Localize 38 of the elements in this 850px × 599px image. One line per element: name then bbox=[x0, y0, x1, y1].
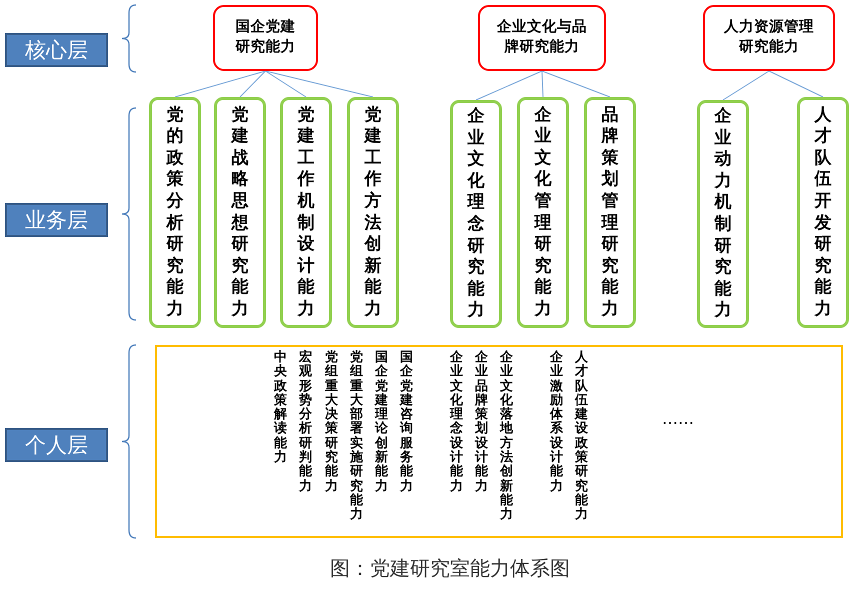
connector-line bbox=[265, 70, 306, 98]
business-capability-box: 企业文化理念研究能力 bbox=[450, 100, 502, 328]
business-capability-box: 党建工作方法创新能力 bbox=[347, 97, 399, 328]
business-capability-box: 企业动力机制研究能力 bbox=[697, 100, 749, 328]
figure-caption: 图：党建研究室能力体系图 bbox=[329, 555, 571, 582]
vertical-capability-label: 企业品牌策划设计能力 bbox=[475, 351, 488, 494]
connector-line bbox=[240, 70, 266, 98]
core-capability-box: 企业文化与品牌研究能力 bbox=[478, 5, 606, 71]
layer-label-box: 个人层 bbox=[5, 428, 108, 462]
core-capability-box: 国企党建研究能力 bbox=[213, 5, 318, 71]
business-capability-box: 党建战略思想研究能力 bbox=[214, 97, 266, 328]
vertical-capability-label: 中央政策解读能力 bbox=[274, 351, 287, 466]
business-capability-box: 党的政策分析研究能力 bbox=[149, 97, 201, 328]
connector-line bbox=[174, 70, 266, 98]
vertical-capability-label: 企业激励体系设计能力 bbox=[550, 351, 563, 494]
connector-line bbox=[722, 70, 770, 100]
vertical-capability-label: 企业文化落地方法创新能力 bbox=[500, 351, 513, 523]
business-capability-box: 企业文化管理研究能力 bbox=[517, 97, 569, 328]
vertical-capability-label: 国企党建理论创新能力 bbox=[375, 351, 388, 494]
business-capability-box: 品牌策划管理研究能力 bbox=[584, 97, 636, 328]
layer-label-box: 业务层 bbox=[5, 203, 108, 237]
connector-line bbox=[542, 70, 544, 98]
core-capability-box: 人力资源管理研究能力 bbox=[703, 5, 835, 71]
individual-capability-panel bbox=[155, 345, 843, 538]
vertical-capability-label: 宏观形势分析研判能力 bbox=[299, 351, 312, 494]
vertical-capability-label: 企业文化理念设计能力 bbox=[450, 351, 463, 494]
business-capability-box: 党建工作机制设计能力 bbox=[280, 97, 332, 328]
connector-line bbox=[476, 70, 542, 100]
connector-line bbox=[265, 70, 374, 98]
connector-line bbox=[542, 70, 610, 98]
vertical-capability-label: 国企党建咨询服务能力 bbox=[400, 351, 413, 494]
connector-line bbox=[768, 70, 824, 98]
vertical-capability-label: 人才队伍建设政策研究能力 bbox=[575, 351, 588, 523]
vertical-capability-label: 党组重大部署实施研究能力 bbox=[350, 351, 363, 523]
ellipsis-text: …… bbox=[662, 409, 694, 428]
vertical-capability-label: 党组重大决策研究能力 bbox=[325, 351, 338, 494]
business-capability-box: 人才队伍开发研究能力 bbox=[797, 97, 849, 328]
layer-label-box: 核心层 bbox=[5, 33, 108, 67]
